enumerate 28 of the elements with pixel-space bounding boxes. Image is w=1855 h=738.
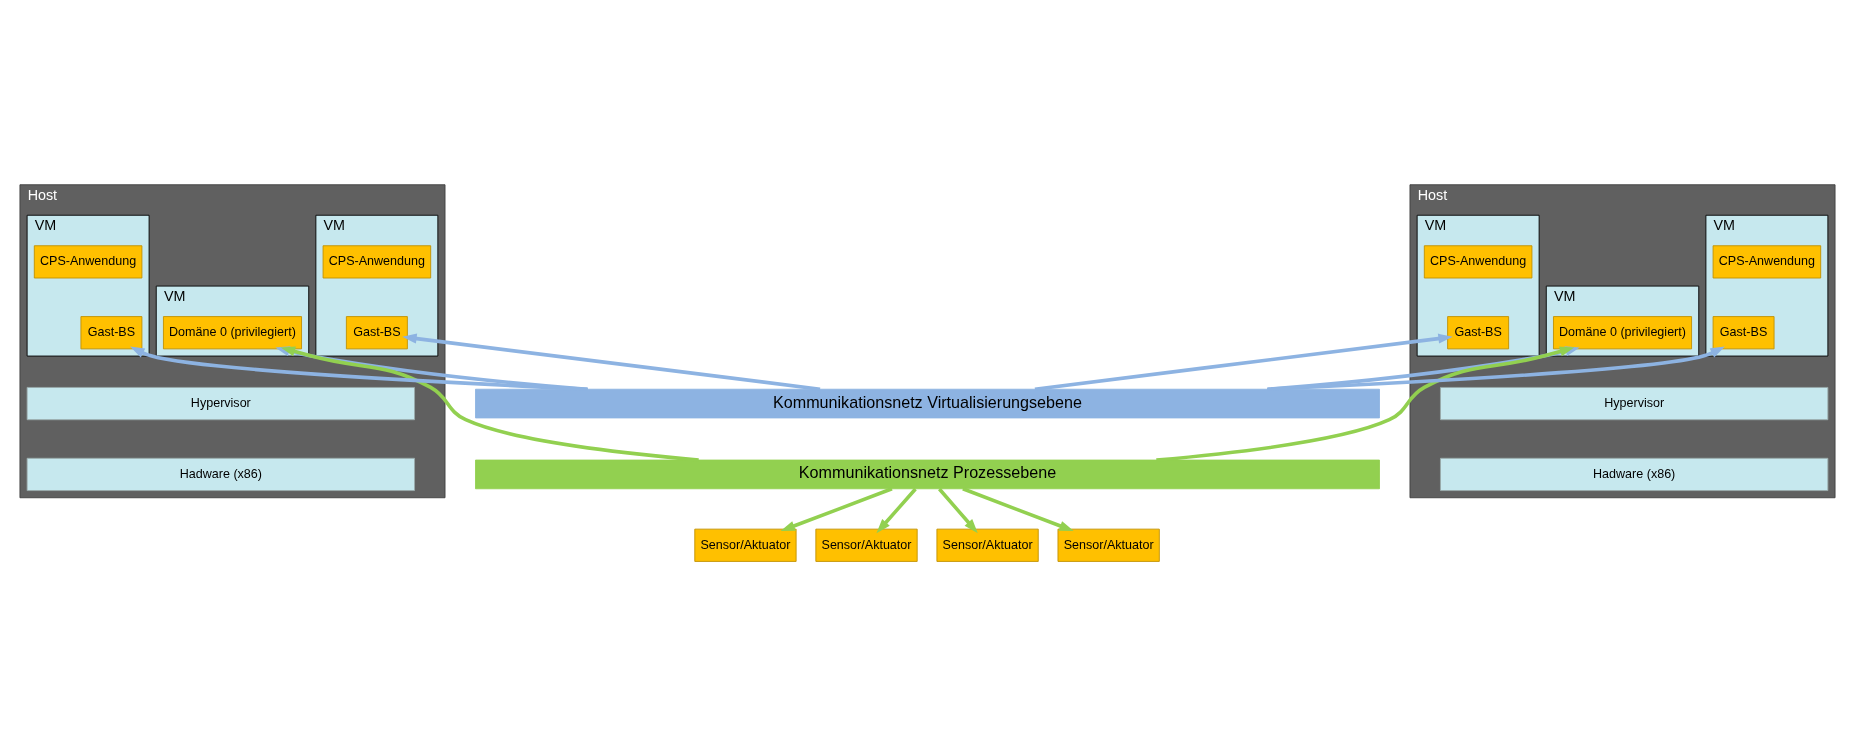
arrow xyxy=(280,346,699,462)
arrow xyxy=(938,487,978,533)
arrow xyxy=(1156,346,1575,462)
node-box: Sensor/Aktuator xyxy=(694,528,797,562)
node-box: Gast-BS xyxy=(1447,315,1510,349)
node-box: Kommunikationsnetz Prozessebene xyxy=(475,459,1380,489)
node-box: Sensor/Aktuator xyxy=(1057,528,1160,562)
node-box: CPS-Anwendung xyxy=(1423,244,1533,278)
node-box: Hypervisor xyxy=(26,386,415,420)
arrow xyxy=(876,487,917,533)
node-box: Sensor/Aktuator xyxy=(815,528,918,562)
node-box: Sensor/Aktuator xyxy=(936,528,1039,562)
node-box: CPS-Anwendung xyxy=(33,244,143,278)
arrow xyxy=(780,486,893,531)
node-box: CPS-Anwendung xyxy=(322,244,432,278)
node-box: Hypervisor xyxy=(1440,386,1829,420)
node-box: Domäne 0 (privilegiert) xyxy=(163,315,302,349)
arrow xyxy=(962,486,1074,531)
node-box: Domäne 0 (privilegiert) xyxy=(1553,315,1692,349)
node-box: Gast-BS xyxy=(80,315,143,349)
arrow xyxy=(1034,333,1453,391)
node-box: Hadware (x86) xyxy=(1440,457,1829,491)
node-box: Kommunikationsnetz Virtualisierungsebene xyxy=(475,388,1380,418)
arrow xyxy=(402,333,821,391)
node-box: CPS-Anwendung xyxy=(1712,244,1822,278)
node-box: Gast-BS xyxy=(1712,315,1775,349)
node-box: Gast-BS xyxy=(345,315,408,349)
node-box: Hadware (x86) xyxy=(26,457,415,491)
